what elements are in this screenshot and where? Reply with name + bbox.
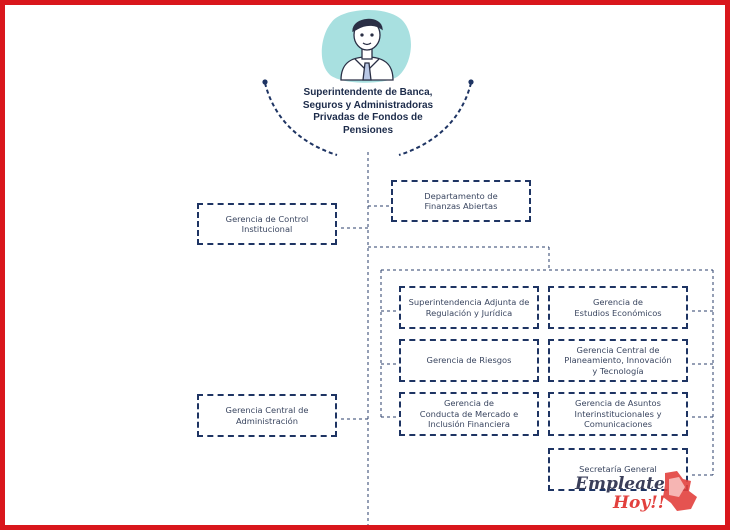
unit-box-central-administracion[interactable]: Gerencia Central de Administración — [197, 394, 337, 437]
unit-label: Secretaría General — [579, 464, 657, 474]
unit-label: Gerencia de Control Institucional — [225, 213, 309, 235]
unit-box-planeamiento-innovacion-tecnologia[interactable]: Gerencia Central de Planeamiento, Innova… — [548, 339, 688, 382]
unit-box-finanzas-abiertas[interactable]: Departamento de Finanzas Abiertas — [391, 180, 531, 222]
empleate-hoy-watermark-logo: Empleate Hoy!! — [574, 471, 697, 513]
unit-box-estudios-economicos[interactable]: Gerencia de Estudios Económicos — [548, 286, 688, 329]
unit-box-riesgos[interactable]: Gerencia de Riesgos — [399, 339, 539, 382]
watermark-line1: Empleate — [574, 474, 665, 494]
unit-label: Gerencia Central de Administración — [225, 405, 309, 426]
superintendent-avatar-icon — [340, 18, 394, 81]
unit-box-conducta-mercado[interactable]: Gerencia de Conducta de Mercado e Inclus… — [399, 392, 539, 436]
watermark-line2: Hoy!! — [612, 493, 665, 513]
unit-label: Gerencia de Conducta de Mercado e Inclus… — [419, 398, 519, 430]
unit-label: Gerencia Central de Planeamiento, Innova… — [564, 344, 672, 376]
unit-label: Gerencia de Riesgos — [426, 355, 512, 366]
superintendent-title: Superintendente de Banca, Seguros y Admi… — [302, 87, 434, 136]
connector-lines — [262, 9, 714, 525]
unit-box-secretaria-general[interactable]: Secretaría General — [548, 448, 688, 491]
unit-box-control-institucional[interactable]: Gerencia de Control Institucional — [197, 203, 337, 245]
unit-label: Superintendencia Adjunta de Regulación y… — [408, 297, 530, 318]
unit-label: Gerencia de Asuntos Interinstitucionales… — [574, 398, 662, 430]
unit-box-superintendencia-adjunta-regulacion[interactable]: Superintendencia Adjunta de Regulación y… — [399, 286, 539, 329]
unit-label: Departamento de Finanzas Abiertas — [424, 190, 498, 212]
unit-label: Gerencia de Estudios Económicos — [574, 297, 662, 318]
unit-box-asuntos-interinstitucionales[interactable]: Gerencia de Asuntos Interinstitucionales… — [548, 392, 688, 436]
